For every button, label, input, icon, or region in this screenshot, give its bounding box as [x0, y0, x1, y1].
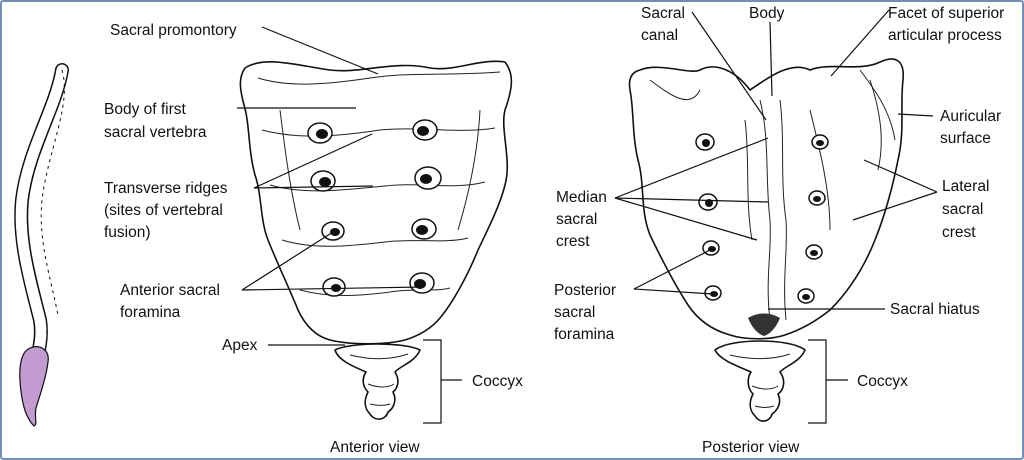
label-apex: Apex: [222, 337, 258, 354]
posterior-coccyx: [714, 340, 806, 422]
label-body: Body: [749, 5, 785, 22]
spine-thumbnail: [14, 63, 69, 427]
posterior-sacrum: [628, 58, 905, 422]
label-sacral-promontory: Sacral promontory: [110, 22, 237, 39]
label-transverse-ridges: Transverse ridges (sites of vertebral fu…: [104, 180, 232, 241]
sacrum-highlight: [19, 346, 49, 427]
label-body-first-sacral-vertebra: Body of first sacral vertebra: [104, 101, 207, 141]
anterior-coccyx: [334, 343, 421, 420]
anterior-leader-lines: [237, 26, 462, 424]
label-auricular-surface: Auricular surface: [940, 108, 1005, 147]
posterior-view-title: Posterior view: [702, 439, 800, 456]
label-coccyx-anterior: Coccyx: [472, 373, 523, 390]
label-sacral-hiatus: Sacral hiatus: [890, 301, 980, 318]
label-lateral-sacral-crest: Lateral sacral crest: [942, 178, 994, 241]
posterior-leader-lines: [614, 9, 938, 424]
label-anterior-sacral-foramina: Anterior sacral foramina: [120, 282, 224, 321]
anterior-sacrum: [239, 60, 513, 420]
anterior-view-title: Anterior view: [330, 439, 420, 456]
label-posterior-sacral-foramina: Posterior sacral foramina: [554, 282, 620, 343]
label-coccyx-posterior: Coccyx: [857, 373, 908, 390]
label-sacral-canal: Sacral canal: [641, 5, 689, 44]
label-median-sacral-crest: Median sacral crest: [556, 189, 611, 250]
label-facet-superior-articular: Facet of superior articular process: [888, 5, 1009, 44]
